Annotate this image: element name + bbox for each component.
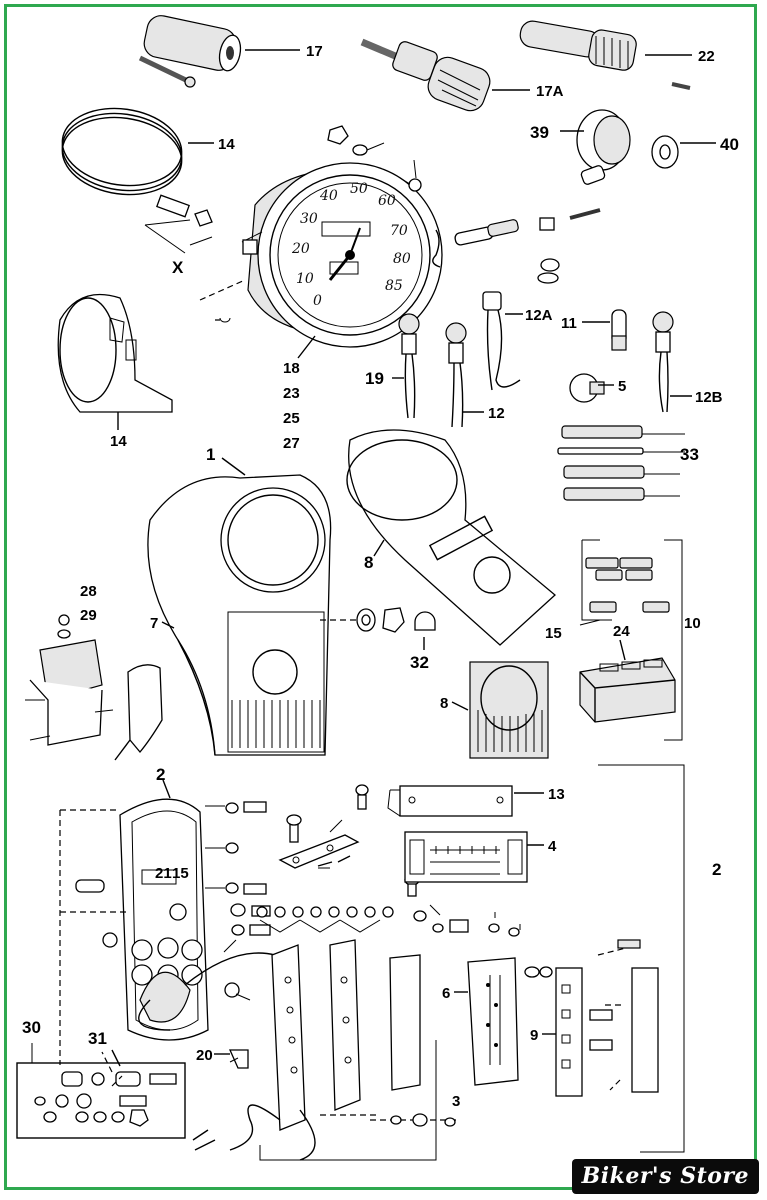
part-20-bracket: [228, 1049, 249, 1069]
dial-70: 70: [390, 223, 408, 239]
label-14-cover: 14: [110, 433, 127, 450]
dial-20: 20: [291, 241, 310, 257]
label-14-ring: 14: [218, 136, 235, 153]
label-2-panel: 2: [156, 765, 165, 784]
dial-80: 80: [393, 251, 411, 267]
part-2-panel-base: [119, 798, 276, 1041]
label-8-gasket: 8: [364, 553, 373, 572]
part-17A-pin: [360, 38, 491, 112]
label-12B: 12B: [695, 389, 723, 406]
part-32-nuts: [320, 607, 436, 633]
part-15-fuse-set: [585, 557, 670, 613]
label-17A: 17A: [536, 83, 564, 100]
label-8-decal: 8: [440, 695, 448, 712]
label-1: 1: [206, 445, 215, 464]
bikers-store-logo: Biker's Store: [571, 1159, 759, 1194]
label-30: 30: [22, 1018, 41, 1037]
dial-30: 30: [300, 211, 318, 227]
label-13: 13: [548, 786, 565, 803]
dial-60: 60: [378, 193, 396, 209]
label-25: 25: [283, 410, 300, 427]
part-13-plate: [387, 785, 513, 817]
label-32: 32: [410, 653, 429, 672]
dial-85: 85: [385, 278, 403, 294]
part-12-socket: [445, 322, 467, 428]
part-30-hardware-kit: [16, 1051, 186, 1139]
dial-40: 40: [319, 188, 338, 204]
part-33-lens-strips: [557, 425, 685, 501]
part-24-fuse-box: [579, 657, 676, 723]
label-11: 11: [561, 315, 577, 332]
label-12: 12: [488, 405, 505, 422]
part-39-housing: [576, 109, 631, 185]
label-20: 20: [196, 1047, 213, 1064]
label-23: 23: [283, 385, 300, 402]
label-33: 33: [680, 445, 699, 464]
label-18: 18: [283, 360, 300, 377]
label-31: 31: [88, 1029, 107, 1048]
part-3-wiring-strips: [192, 939, 460, 1161]
dial-10: 10: [296, 271, 314, 287]
diagram-frame: [4, 4, 757, 1190]
label-X: X: [172, 258, 184, 277]
right-fasteners: [413, 904, 521, 937]
part-22-tube: [519, 20, 691, 90]
part-1-dash-cover: [147, 474, 332, 756]
speedo-hardware: [199, 125, 601, 323]
label-10: 10: [684, 615, 701, 632]
panel-bracket-small: [278, 819, 360, 869]
part-40-washer: [651, 135, 679, 169]
label-5: 5: [618, 378, 626, 395]
label-3: 3: [452, 1093, 460, 1110]
label-39: 39: [530, 123, 549, 142]
part-X-bolt-nut: [144, 194, 213, 254]
label-2-assembly: 2: [712, 860, 721, 879]
part-12B-socket: [652, 311, 674, 413]
part-17-knob: [138, 15, 242, 88]
label-28: 28: [80, 583, 97, 600]
part-19-socket: [398, 313, 420, 419]
logo-text: Biker's Store: [581, 1163, 749, 1189]
part-12A-socket: [482, 291, 521, 391]
part-14-cover: [57, 293, 173, 413]
label-15-panel: 15: [172, 865, 189, 882]
part-14-gasket-ring: [61, 107, 183, 196]
part-8-gasket: [346, 429, 556, 646]
label-29: 29: [80, 607, 97, 624]
part-4-terminal-block: [404, 831, 528, 883]
label-6: 6: [442, 985, 450, 1002]
part-8-decal: [469, 661, 549, 759]
part-9-terminal-strip: [555, 939, 659, 1097]
part-18-speedometer: [247, 162, 443, 348]
label-15-fuse: 15: [545, 625, 562, 642]
label-27: 27: [283, 435, 300, 452]
label-17: 17: [306, 43, 323, 60]
part-5-bulb: [569, 373, 605, 403]
part-11-bulb: [611, 309, 627, 351]
part-6-plate: [467, 957, 553, 1086]
part-regulator-bracket: [114, 664, 163, 761]
label-22: 22: [698, 48, 715, 65]
label-19: 19: [365, 369, 384, 388]
bracket-2: [598, 764, 685, 1153]
label-4: 4: [548, 838, 557, 855]
dial-0: 0: [313, 293, 322, 309]
label-40: 40: [720, 135, 739, 154]
speedometer-dial-numbers: 0 10 20 30 40 50 60 70 80 85: [291, 181, 411, 309]
dial-50: 50: [350, 181, 368, 197]
part-28-regulator: [25, 614, 114, 746]
label-7: 7: [150, 615, 158, 632]
label-21: 21: [155, 865, 172, 882]
label-24: 24: [613, 623, 630, 640]
label-12A: 12A: [525, 307, 553, 324]
label-9: 9: [530, 1027, 538, 1044]
